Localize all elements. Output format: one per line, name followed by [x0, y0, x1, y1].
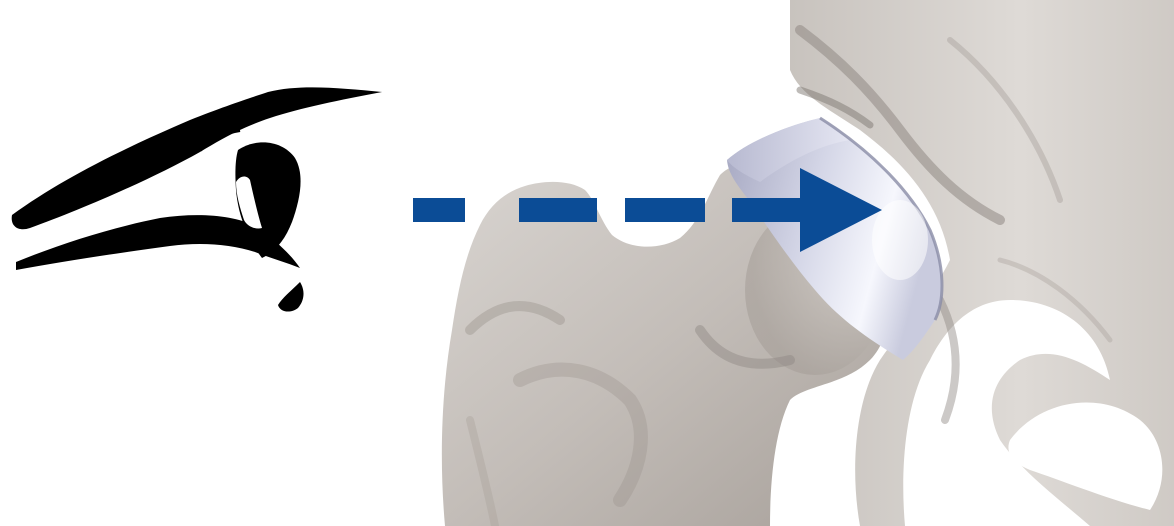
- arrow-dash-4: [732, 198, 804, 222]
- arrow-dash-3: [625, 198, 705, 222]
- arrow-dash-2: [519, 198, 597, 222]
- arrow-dash-1: [413, 198, 465, 222]
- eye-icon: [12, 87, 382, 311]
